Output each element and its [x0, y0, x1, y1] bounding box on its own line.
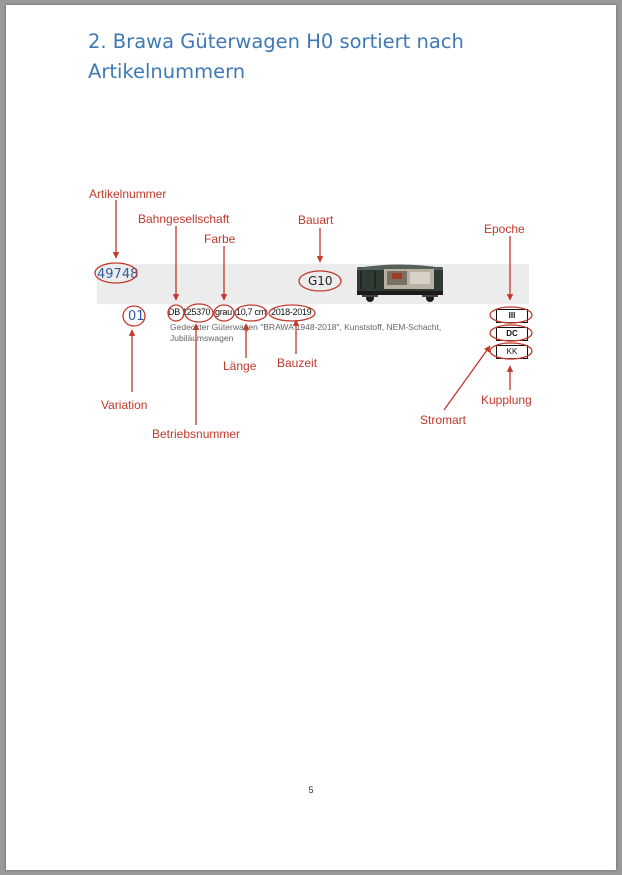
label-farbe: Farbe: [204, 232, 236, 246]
label-stromart: Stromart: [420, 413, 467, 427]
freight-wagon-image: [354, 264, 446, 304]
label-betriebsnummer: Betriebsnummer: [152, 427, 241, 441]
value-farbe: grau: [215, 307, 232, 317]
section-heading: 2. Brawa Güterwagen H0 sortiert nach Art…: [88, 27, 558, 87]
label-epoche: Epoche: [484, 222, 525, 236]
description-line-2: Jubiläumswagen: [170, 333, 234, 343]
annotation-overlay: [94, 200, 533, 425]
catalog-row-band: [97, 264, 529, 304]
section-heading-line-1: 2. Brawa Güterwagen H0 sortiert nach: [88, 30, 464, 53]
label-laenge: Länge: [223, 359, 257, 373]
page-number: 5: [308, 785, 314, 795]
value-betriebsnummer: 125370: [182, 307, 211, 317]
label-kupplung: Kupplung: [481, 393, 532, 407]
value-artikelnummer: 49748: [97, 267, 139, 282]
label-variation: Variation: [101, 398, 148, 412]
document-page: 2. Brawa Güterwagen H0 sortiert nach Art…: [6, 5, 616, 870]
label-bahngesellschaft: Bahngesellschaft: [138, 212, 230, 226]
value-laenge: 10,7 cm: [236, 307, 266, 317]
label-bauart: Bauart: [298, 213, 334, 227]
value-bauart: G10: [308, 274, 333, 288]
value-bahn: DB: [168, 307, 180, 317]
label-bauzeit: Bauzeit: [277, 356, 318, 370]
value-variation: 01: [128, 309, 145, 324]
label-artikelnummer: Artikelnummer: [89, 187, 167, 201]
description-line-1: Gedeckter Güterwagen "BRAWA 1948-2018", …: [170, 322, 442, 332]
section-heading-line-2: Artikelnummern: [88, 60, 246, 83]
legend-figure: Artikelnummer Bahngesellschaft Bauart Fa…: [86, 180, 546, 440]
value-bauzeit: 2018-2019: [271, 307, 312, 317]
